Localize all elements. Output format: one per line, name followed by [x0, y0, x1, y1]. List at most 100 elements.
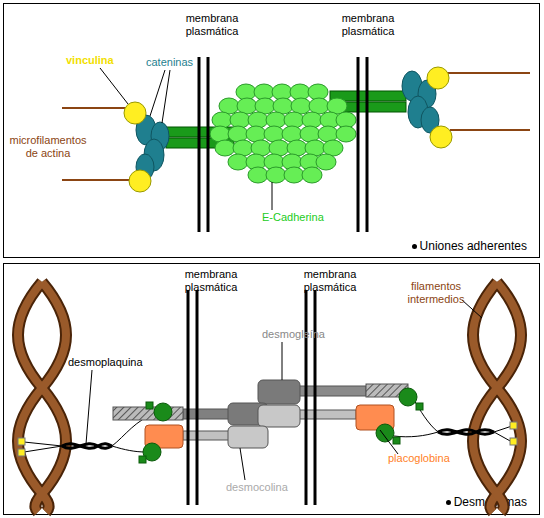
cadherin-cluster [215, 140, 235, 156]
leader-line [380, 430, 398, 454]
plasma-membrane [366, 57, 369, 232]
intermediate-filament [18, 282, 66, 512]
cadherin-cluster [300, 126, 320, 142]
cadherin-cluster [282, 126, 302, 142]
plasma-membrane [199, 57, 367, 232]
protein-label: desmocolina [226, 481, 306, 494]
cadherin-cluster [212, 112, 232, 128]
leader-line [462, 300, 482, 318]
desmoplakin-strand [24, 446, 62, 452]
plakoglobin [145, 405, 394, 448]
plasma-membrane [198, 57, 201, 232]
leader-line [150, 70, 165, 116]
desmoplakin-strand [394, 432, 438, 437]
actin-filament [62, 73, 530, 180]
desmoplakin-head [139, 388, 423, 463]
desmoplakin-head [393, 437, 400, 444]
intermediate-filament [18, 282, 521, 512]
desmoplakin-strand [494, 426, 512, 432]
cadherin-cluster [233, 140, 253, 156]
desmoplakin-head [399, 388, 417, 406]
leader-line [86, 300, 482, 480]
vinculin [124, 67, 452, 192]
membrane-label: membrana plasmática [297, 268, 363, 294]
cadherin-tail [290, 386, 366, 396]
cadherin-cluster [266, 112, 286, 128]
leader-line [240, 448, 245, 480]
cadherin-cluster [228, 126, 248, 142]
membrane-label: membrana plasmática [335, 12, 401, 38]
cadherin-stem [166, 91, 406, 148]
desmoplakin-head [416, 403, 423, 410]
protein-label: desmogleína [262, 328, 342, 341]
actin-filament [446, 72, 530, 74]
vinculin [430, 126, 452, 148]
cadherin-cluster [264, 126, 284, 142]
actin-filament [62, 179, 132, 181]
anchor-square [510, 438, 517, 445]
protein-label: desmoplaquina [68, 356, 158, 369]
bullet-dot [412, 244, 417, 249]
cadherin-cluster [246, 126, 266, 142]
cadherin-cluster [302, 112, 322, 128]
desmosomal-cadherin [228, 426, 268, 448]
vinculin [427, 67, 449, 89]
desmoplakin-strand [24, 442, 62, 446]
protein-label: E-Cadherina [262, 211, 342, 224]
plasma-membrane [196, 290, 199, 505]
anchor-square [18, 449, 25, 456]
cadherin-cluster [228, 154, 248, 170]
membrane-label: membrana plasmática [178, 268, 244, 294]
desmosomal-cadherin [228, 380, 300, 448]
desmoplakin-strand [112, 446, 146, 452]
desmoplakin-strand [494, 432, 512, 442]
cadherin-cluster [318, 126, 338, 142]
leader-line [162, 70, 170, 123]
cadherin-cluster [284, 112, 304, 128]
bullet-dot [446, 500, 451, 505]
caption-text: Uniones adherentes [420, 239, 527, 253]
desmoplakin-strand [24, 400, 512, 452]
intermediate-filament [18, 282, 66, 512]
plasma-membrane [187, 290, 190, 505]
anchor-square [18, 438, 25, 445]
membrane-label: membrana plasmática [179, 12, 245, 38]
desmoplakin-head [376, 424, 394, 442]
leader-line [282, 342, 283, 380]
desmosomal-cadherin [258, 405, 300, 427]
anchor-square [510, 422, 517, 429]
plasma-membrane [357, 57, 360, 232]
actin-filament [450, 129, 530, 131]
catenin [136, 71, 439, 180]
protein-label: placoglobina [388, 452, 468, 465]
actin-filament [62, 107, 130, 109]
plasma-membrane [314, 290, 317, 505]
plasma-membrane [188, 290, 315, 505]
desmoplakin-strand [62, 444, 112, 449]
cadherin-cluster [210, 126, 230, 142]
vinculin [124, 102, 146, 124]
cadherin-cluster [269, 140, 289, 156]
cadherin-cluster [336, 126, 356, 142]
intermediate-filament [18, 282, 66, 512]
intermediate-filament [18, 282, 66, 512]
cadherin-cluster [284, 167, 304, 183]
desmoplakin-strand [438, 430, 494, 435]
desmoplakin-head [139, 456, 146, 463]
leader-line [272, 182, 273, 210]
vinculin [129, 170, 151, 192]
plasma-membrane [207, 57, 210, 232]
desmoplakin-head [146, 402, 153, 409]
protein-label: cateninas [146, 56, 216, 69]
desmosomal-cadherin [258, 380, 300, 404]
cadherin-cluster [316, 154, 336, 170]
filament-label: filamentos intermedios [400, 280, 472, 306]
desmoplakin-strand [414, 400, 438, 432]
plasma-membrane [305, 290, 308, 505]
cadherin-cluster [210, 84, 356, 183]
cadherin-cluster [287, 140, 307, 156]
leader-line [100, 68, 128, 104]
desmoplakin-head [154, 403, 172, 421]
protein-label: vinculina [66, 54, 146, 67]
